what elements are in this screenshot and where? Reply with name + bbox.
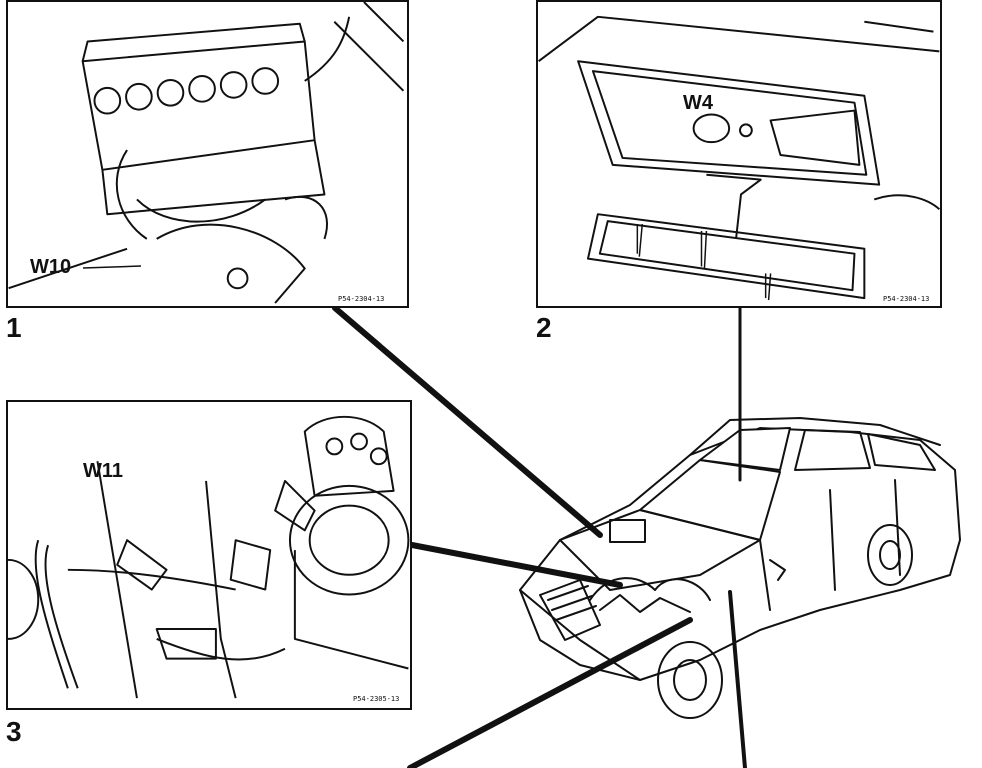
- panel-1-battery: W10 P54-2304-13: [6, 0, 409, 308]
- callout-w11: W11: [83, 460, 124, 482]
- panel-2-roof-console: W4 P54-2304-13: [536, 0, 942, 308]
- panel-3-number: 3: [6, 716, 22, 747]
- panel-2-number: 2: [536, 312, 552, 343]
- callout-w10: W10: [30, 256, 72, 278]
- callout-w4: W4: [683, 92, 713, 114]
- panel-2-ref: P54-2304-13: [883, 295, 930, 303]
- roof-console-drawing: [538, 15, 940, 301]
- panel-3-ref: P54-2305-13: [353, 695, 400, 703]
- engine-bay-drawing: [8, 415, 410, 699]
- battery-drawing: [8, 2, 405, 304]
- panel-3-engine-bay: W11 P54-2305-13: [6, 400, 412, 710]
- panel-1-number: 1: [6, 312, 22, 343]
- callout-w10-leader: [83, 265, 142, 269]
- panel-1-ref: P54-2304-13: [338, 295, 385, 303]
